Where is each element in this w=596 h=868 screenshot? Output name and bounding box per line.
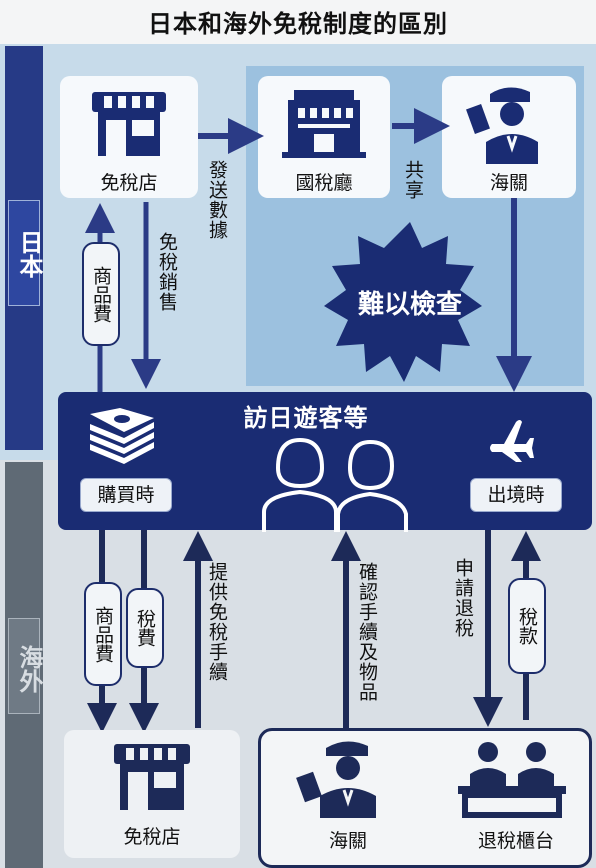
shop-japan-label: 免稅店 <box>100 172 158 194</box>
region-label-overseas: 海外 <box>15 645 43 693</box>
tax-agency-label: 國稅廳 <box>295 172 353 194</box>
customs-officer-icon <box>466 87 538 164</box>
shop-icon <box>92 92 166 156</box>
departure-time-tag: 出境時 <box>470 478 562 512</box>
product-fee-japan-tag: 商品費 <box>82 242 120 346</box>
shop-overseas-card: 免稅店 <box>64 730 240 858</box>
customs-officer-icon-overseas <box>296 741 376 818</box>
refund-counter-label: 退稅櫃台 <box>477 830 554 852</box>
product-fee-overseas-tag: 商品費 <box>84 582 122 686</box>
shop-japan-card: 免稅店 <box>60 76 198 198</box>
provide-procedures-label: 提供免稅手續 <box>206 562 228 682</box>
tax-fee-tag: 稅費 <box>126 588 164 668</box>
refund-counter-icon <box>458 742 566 818</box>
visitors-label: 訪日遊客等 <box>243 404 369 432</box>
send-data-label: 發送數據 <box>206 160 228 240</box>
government-building-icon <box>282 90 366 158</box>
tax-agency-card: 國稅廳 <box>258 76 390 198</box>
product-fee-overseas-label: 商品費 <box>92 605 114 663</box>
tax-money-label: 稅款 <box>516 607 538 645</box>
difficulty-burst <box>324 222 482 382</box>
japan-label-box <box>8 200 40 306</box>
tax-money-tag: 稅款 <box>508 578 546 674</box>
airplane-icon <box>490 420 534 462</box>
customs-overseas-label: 海關 <box>328 830 367 852</box>
overseas-label-box <box>8 618 40 714</box>
apply-refund-label: 申請退稅 <box>452 558 474 638</box>
customs-japan-label: 海關 <box>489 172 528 194</box>
shop-overseas-label: 免稅店 <box>123 826 181 848</box>
diagram-title: 日本和海外免稅制度的區別 <box>148 10 448 38</box>
customs-japan-card: 海關 <box>442 76 576 198</box>
difficulty-label: 難以檢查 <box>357 290 462 320</box>
share-label: 共享 <box>402 160 424 200</box>
tax-fee-label: 稅費 <box>134 609 156 647</box>
shop-icon-overseas <box>114 744 190 810</box>
visitors-people-icon <box>262 437 408 532</box>
tax-free-sales-label: 免稅銷售 <box>156 232 178 312</box>
confirm-procedures-label: 確認手續及物品 <box>356 562 378 702</box>
purchase-time-tag: 購買時 <box>80 478 172 512</box>
product-fee-japan-label: 商品費 <box>90 265 112 323</box>
region-label-japan: 日本 <box>15 230 43 278</box>
money-stack-icon <box>90 408 154 464</box>
title-band <box>0 0 596 44</box>
